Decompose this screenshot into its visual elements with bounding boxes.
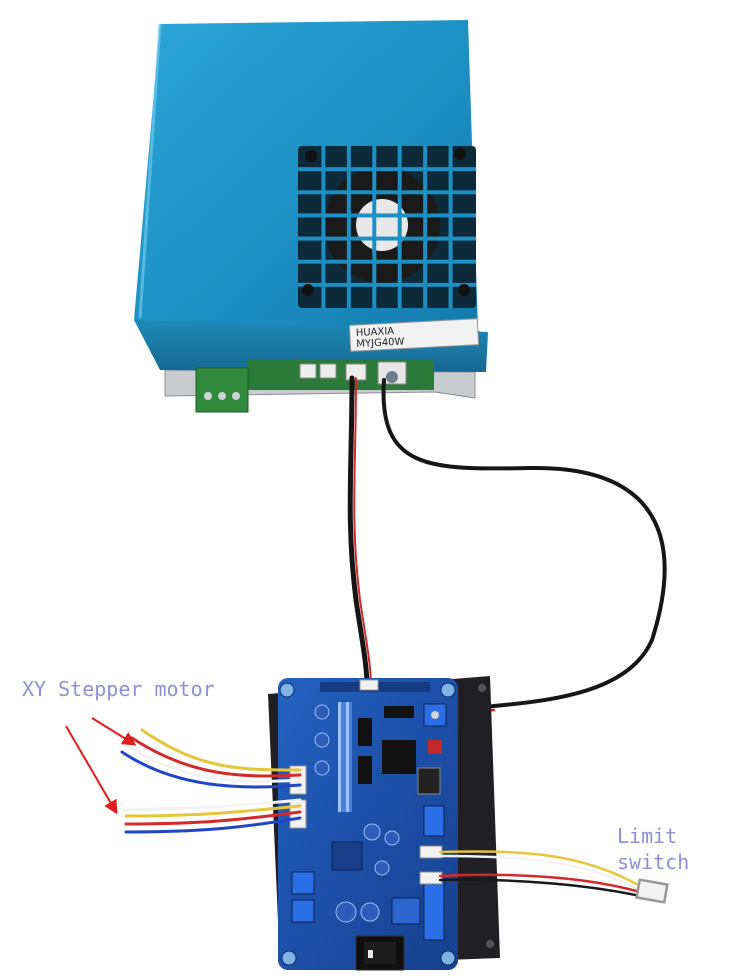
- board-terminal-right: [423, 879, 445, 941]
- fan-grille-bar: [298, 236, 476, 241]
- power-rocker-switch: [355, 935, 405, 971]
- board-mount-hole: [279, 682, 295, 698]
- board-mount-hole: [440, 950, 456, 966]
- fan-screw-bl: [302, 284, 314, 296]
- board-mount-hole: [440, 682, 456, 698]
- limit-switch-label: Limit switch: [617, 823, 689, 875]
- limit-switch-label-line2: switch: [617, 850, 690, 874]
- fan-screw-tr: [454, 148, 466, 160]
- board-mount-hole: [281, 950, 297, 966]
- fan-grille: [298, 146, 476, 308]
- psu-terminal-block: [195, 367, 249, 413]
- fan-grille-bar: [321, 146, 326, 308]
- board-terminal-right: [423, 805, 445, 837]
- fan-grille-bar: [372, 146, 377, 308]
- fan-grille-bar: [346, 146, 351, 308]
- fan-grille-bar: [298, 282, 476, 287]
- stepper-motor-wires: [120, 728, 302, 834]
- fan-grille-bar: [298, 190, 476, 195]
- fan-grille-bar: [423, 146, 428, 308]
- board-mcu-chip: [382, 740, 416, 774]
- fan-screw-tl: [305, 150, 317, 162]
- arrow-to-stepper-wire-upper: [91, 717, 137, 746]
- fan-grille-bar: [298, 259, 476, 264]
- psu-label: HUAXIA MYJG40W: [348, 318, 480, 352]
- arrow-to-stepper-wire-lower: [65, 725, 118, 815]
- power-supply: HUAXIA MYJG40W: [134, 20, 488, 413]
- fan-grille-bar: [298, 167, 476, 172]
- psu-brand-text: HUAXIA: [356, 326, 395, 339]
- psu-signal-cable: [347, 375, 667, 718]
- limit-switch-wires: [438, 850, 669, 904]
- annotation-arrows: [65, 717, 137, 815]
- controller-board: [268, 676, 500, 971]
- limit-switch-label-line1: Limit: [617, 824, 678, 848]
- board-top-connector: [359, 679, 379, 691]
- fan-grille-bar: [298, 213, 476, 218]
- psu-model-text: MYJG40W: [356, 337, 405, 351]
- fan-grille-bar: [397, 146, 402, 308]
- fan-grille-bar: [448, 146, 453, 308]
- stepper-motor-label: XY Stepper motor: [22, 677, 215, 701]
- limit-switch-connector: [635, 878, 669, 904]
- fan-screw-br: [458, 284, 470, 296]
- psu-connector-board: [195, 360, 434, 413]
